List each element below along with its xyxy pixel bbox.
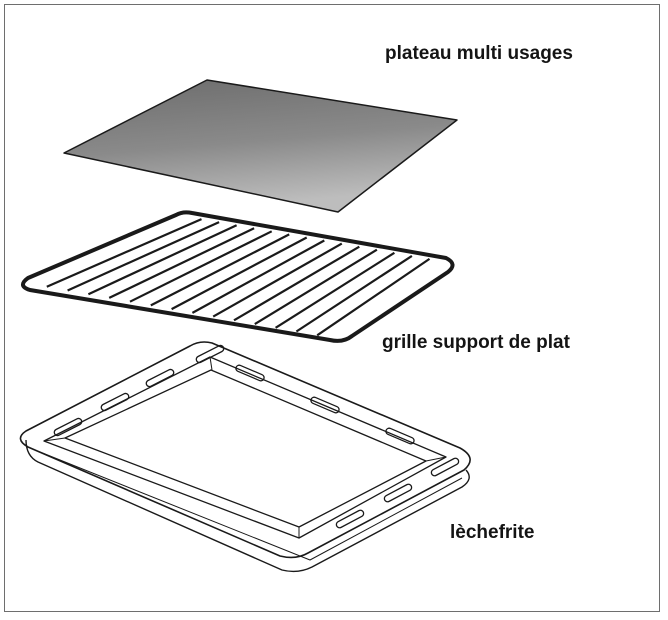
rack-bar [316,257,431,337]
rack-bar [150,233,290,307]
rack-bar [191,239,325,314]
grille-support-rack [21,210,455,343]
rack-bar [46,218,202,288]
rack-bar [87,224,238,296]
rack-bar [295,254,413,333]
lechefrite-label: lèchefrite [450,522,535,543]
rack-bar [67,221,220,292]
rack-bars [46,218,431,337]
rack-bar [108,227,255,299]
rack-bar [212,242,343,318]
plateau-multi-usages-tray [63,79,458,213]
grille-label: grille support de plat [382,332,570,353]
rack-bar [171,236,308,311]
rack-bar [254,248,378,326]
plateau-label: plateau multi usages [385,43,573,64]
rack-bar [275,251,395,329]
diagram-frame [4,4,660,612]
rack-bar [129,230,273,303]
rack-bar [233,245,360,322]
lechefrite-pan [19,341,471,573]
